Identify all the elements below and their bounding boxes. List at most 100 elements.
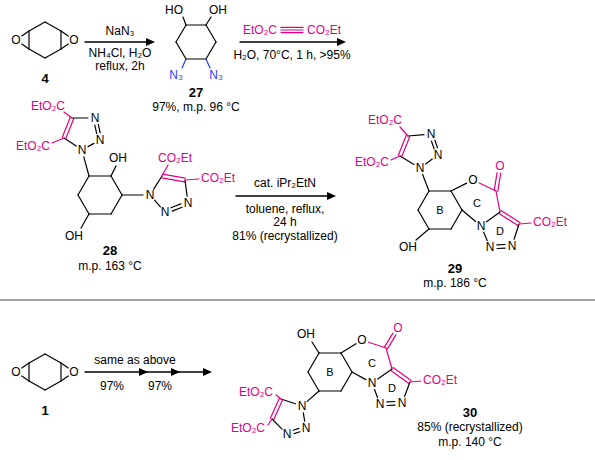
bond-line (418, 191, 429, 210)
bond-line (206, 59, 210, 68)
arrow-head (139, 368, 148, 376)
bond-line (22, 376, 29, 381)
atom-label: N (91, 112, 100, 124)
ester-label: EtO₂C (31, 100, 65, 112)
bond-line (28, 31, 29, 49)
bond-line (78, 195, 89, 214)
atom-label: N (146, 189, 155, 201)
ring-letter: B (326, 367, 333, 378)
bond-line (487, 212, 500, 222)
bond-line (281, 32, 303, 33)
bond-line (183, 17, 186, 25)
atom-label: O (468, 174, 477, 186)
reaction-condition: 97% (148, 380, 172, 392)
atom-label: N (434, 149, 443, 161)
atom-label: OH (209, 4, 227, 16)
bond-line (186, 58, 206, 59)
bond-line (308, 372, 319, 391)
bond-line (45, 354, 61, 363)
bond-line (402, 137, 410, 157)
reaction-condition: H₂O, 70°C, 1 h, >95% (233, 49, 350, 61)
bond-line (387, 401, 395, 403)
bond-line (72, 117, 88, 118)
compound-number: 28 (103, 244, 117, 257)
ester-label: EtO₂C (16, 140, 50, 152)
arrow-head (171, 368, 180, 376)
reaction-arrow (240, 41, 342, 42)
bond-line (81, 214, 89, 228)
bond-line (497, 244, 505, 246)
bond-line (391, 156, 400, 160)
atom-label: N (283, 428, 292, 440)
ester-label: EtO₂C (243, 24, 277, 36)
atom-label: N (184, 197, 193, 209)
bond-line (64, 112, 72, 118)
bond-line (423, 175, 429, 192)
bond-line (494, 173, 497, 191)
atom-label: N (302, 422, 311, 434)
ring-letter: C (368, 358, 376, 369)
reaction-arrow (85, 41, 151, 42)
bond-line (387, 405, 395, 407)
bond-line (206, 17, 211, 25)
reaction-condition: m.p. 163 °C (78, 260, 142, 272)
bond-line (171, 204, 181, 208)
bond-line (400, 127, 408, 136)
bond-line (61, 44, 68, 49)
bond-line (378, 369, 392, 379)
bond-line (22, 31, 29, 36)
ring-letter: C (473, 198, 481, 209)
atom-label: N (298, 400, 307, 412)
bond-line (89, 213, 111, 214)
atom-label: N (427, 128, 436, 140)
bond-line (186, 24, 206, 25)
compound-number: 4 (41, 72, 48, 85)
bond-line (61, 376, 68, 381)
bond-line (155, 200, 161, 207)
bond-line (122, 194, 143, 195)
bond-line (61, 31, 68, 36)
bond-line (272, 419, 282, 429)
compound-number: 27 (189, 86, 203, 99)
bond-line (62, 117, 70, 137)
bond-line (501, 211, 520, 223)
ester-label: CO₂Et (423, 374, 457, 386)
atom-label: N (486, 241, 495, 253)
bond-line (185, 179, 199, 180)
bond-line (29, 49, 45, 58)
bond-line (386, 348, 392, 369)
bond-line (88, 143, 94, 146)
bond-line (111, 176, 122, 195)
bond-line (426, 159, 433, 164)
separator-line (0, 300, 595, 301)
bond-line (162, 178, 185, 182)
compound-number: 1 (41, 404, 48, 417)
ester-label: EtO₂C (368, 114, 402, 126)
bond-line (89, 175, 111, 176)
ester-label: EtO₂C (355, 156, 389, 168)
bond-line (111, 195, 122, 214)
atom-label: OH (399, 241, 417, 253)
bond-line (206, 42, 216, 59)
bond-line (307, 391, 319, 401)
reaction-condition: 97% (100, 380, 124, 392)
reaction-condition: 85% (recrystallized) (417, 421, 522, 433)
atom-label: N (96, 134, 105, 146)
reaction-condition: 97%, m.p. 96 °C (152, 101, 240, 113)
bond-line (408, 135, 424, 136)
atom-label: HO (165, 4, 183, 16)
bond-line (462, 210, 476, 222)
bond-line (497, 248, 505, 250)
bond-line (162, 165, 168, 176)
bond-line (45, 49, 61, 58)
bond-line (29, 22, 45, 31)
bond-line (369, 342, 386, 348)
bond-line (29, 354, 45, 363)
bond-line (484, 232, 487, 240)
bond-line (95, 125, 97, 133)
bond-line (312, 342, 319, 353)
ring-letter: D (496, 226, 504, 237)
atom-label: OH (297, 328, 315, 340)
bond-line (388, 335, 396, 349)
